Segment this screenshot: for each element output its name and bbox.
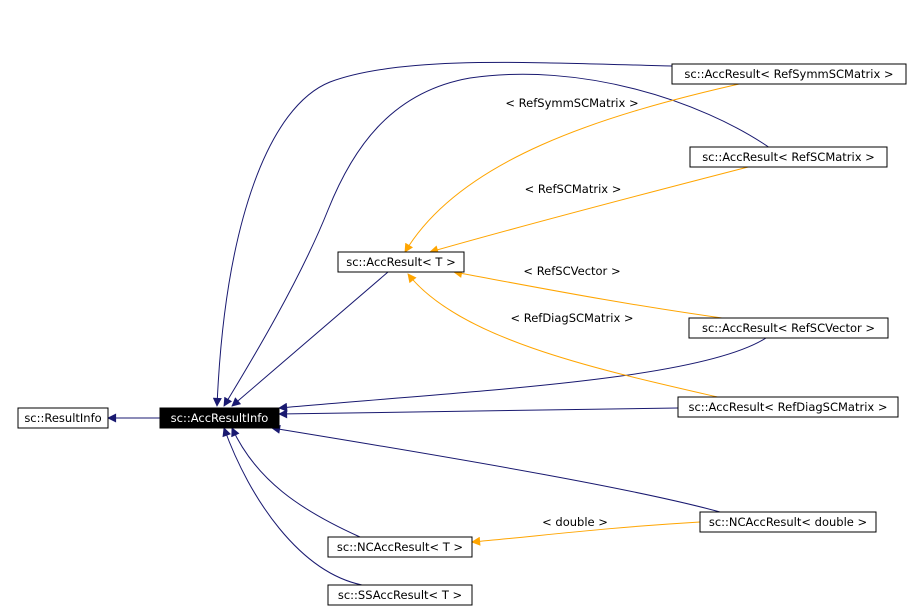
node-ssacc-result-t-label: sc::SSAccResult< T > <box>338 588 462 602</box>
node-result-info-label: sc::ResultInfo <box>24 411 101 425</box>
node-acc-result-sc[interactable]: sc::AccResult< RefSCMatrix > <box>689 146 888 168</box>
node-acc-result-t-label: sc::AccResult< T > <box>346 255 456 269</box>
template-edges <box>404 81 753 546</box>
edge-ncacc-t-to-accresultinfo <box>231 427 361 538</box>
edge-label-sc: < RefSCMatrix > <box>525 182 622 196</box>
node-acc-result-vec-label: sc::AccResult< RefSCVector > <box>702 321 875 335</box>
node-ncacc-result-t-label: sc::NCAccResult< T > <box>337 540 463 554</box>
edge-acc-t-to-accresultinfo <box>231 271 389 407</box>
node-acc-result-info[interactable]: sc::AccResultInfo <box>159 407 280 429</box>
node-acc-result-diag-label: sc::AccResult< RefDiagSCMatrix > <box>688 400 887 414</box>
edge-acc-symm-to-acc-t <box>404 81 749 253</box>
node-acc-result-info-label: sc::AccResultInfo <box>171 411 269 425</box>
edge-ncacc-double-to-accresultinfo <box>271 424 721 513</box>
node-ssacc-result-t[interactable]: sc::SSAccResult< T > <box>327 584 473 606</box>
edge-ssacc-t-to-accresultinfo <box>222 427 363 586</box>
edge-acc-vec-to-accresultinfo <box>278 337 767 412</box>
node-acc-result-sc-label: sc::AccResult< RefSCMatrix > <box>702 150 875 164</box>
edge-acc-vec-to-acc-t <box>453 269 737 321</box>
edge-label-diag: < RefDiagSCMatrix > <box>510 311 633 325</box>
edge-label-symm: < RefSymmSCMatrix > <box>505 96 638 110</box>
node-ncacc-result-double-label: sc::NCAccResult< double > <box>709 515 867 529</box>
node-result-info[interactable]: sc::ResultInfo <box>17 407 109 429</box>
edge-acc-symm-to-accresultinfo <box>212 61 673 407</box>
edge-acc-sc-to-accresultinfo <box>223 73 771 407</box>
edge-acc-diag-to-accresultinfo <box>278 407 679 419</box>
node-acc-result-symm-label: sc::AccResult< RefSymmSCMatrix > <box>684 67 893 81</box>
node-ncacc-result-double[interactable]: sc::NCAccResult< double > <box>699 511 877 533</box>
node-acc-result-vec[interactable]: sc::AccResult< RefSCVector > <box>688 317 889 339</box>
node-acc-result-t[interactable]: sc::AccResult< T > <box>337 251 465 273</box>
edge-ncacc-double-to-ncacc-t <box>471 521 701 546</box>
inheritance-edges <box>107 61 771 586</box>
edge-label-vec: < RefSCVector > <box>523 264 620 278</box>
edge-labels: < RefSymmSCMatrix > < RefSCMatrix > < Re… <box>505 96 638 529</box>
node-acc-result-symm[interactable]: sc::AccResult< RefSymmSCMatrix > <box>671 63 907 85</box>
node-acc-result-diag[interactable]: sc::AccResult< RefDiagSCMatrix > <box>677 396 899 418</box>
edge-acc-sc-to-acc-t <box>429 165 753 255</box>
edge-acc-diag-to-acc-t <box>407 273 723 399</box>
edge-label-double: < double > <box>542 515 608 529</box>
node-ncacc-result-t[interactable]: sc::NCAccResult< T > <box>327 536 473 558</box>
